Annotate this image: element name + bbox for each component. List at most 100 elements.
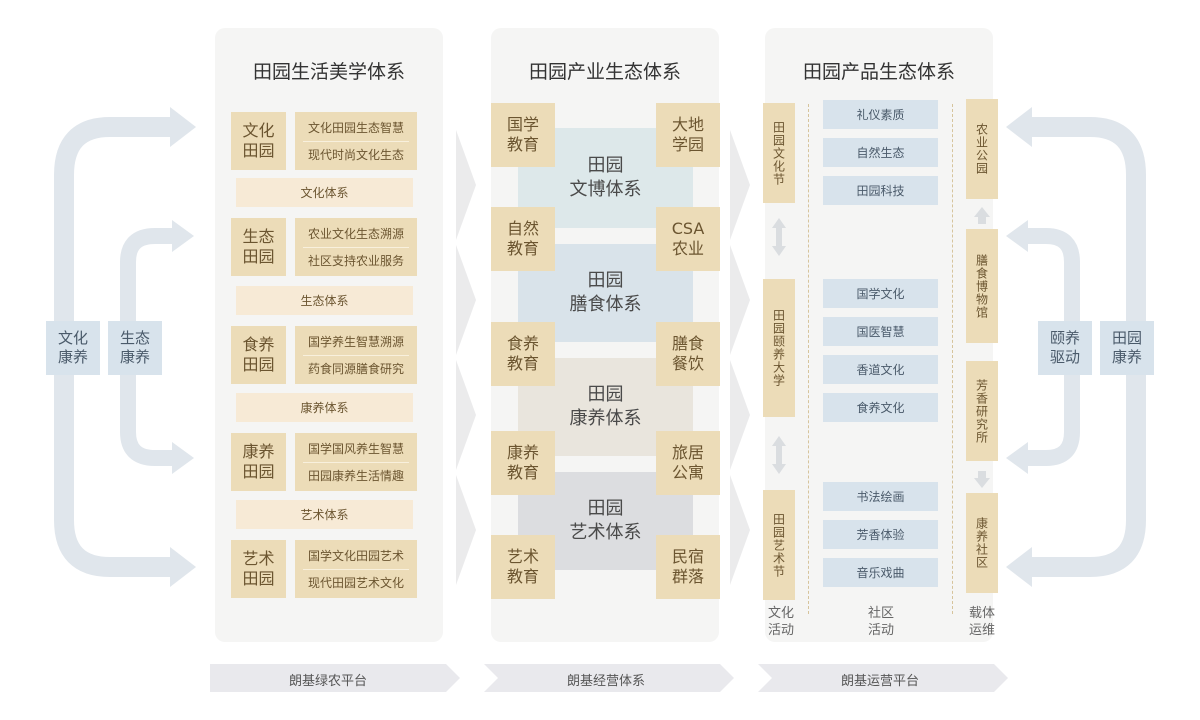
group-label-art: 艺术 田园 xyxy=(231,540,286,598)
divider xyxy=(303,461,409,463)
activity-text: 田园颐养大学 xyxy=(771,309,786,387)
group-label-eco: 生态 田园 xyxy=(231,218,286,276)
group-label-wellness: 康养 田园 xyxy=(231,433,286,491)
carrier-text: 农业公园 xyxy=(974,123,989,175)
bottom-operation-system: 朗基经营体系 xyxy=(566,674,645,689)
side-label-text: 颐养 驱动 xyxy=(1049,329,1080,366)
chevron-right-icon xyxy=(730,130,750,240)
chevron-right-icon xyxy=(456,245,476,355)
community-item: 香道文化 xyxy=(823,355,938,384)
group-item: 国学养生智慧溯源 xyxy=(307,334,404,349)
left-outer-bottom-arrowhead xyxy=(170,547,196,587)
divider xyxy=(303,354,409,356)
bottom-banner-arrow-3 xyxy=(758,664,1008,692)
side-label-text: 文化 康养 xyxy=(57,329,88,366)
chevron-right-icon xyxy=(730,475,750,585)
edu-wellness: 康养 教育 xyxy=(491,431,555,495)
group-item: 社区支持农业服务 xyxy=(307,253,404,268)
system-label-eco: 生态体系 xyxy=(236,286,413,315)
industry-earth-campus: 大地 学园 xyxy=(656,103,720,167)
group-item: 文化田园生态智慧 xyxy=(307,120,404,135)
bottom-banner-arrow-2 xyxy=(484,664,734,692)
chevron-right-icon xyxy=(456,130,476,240)
left-inner-top-arrowhead xyxy=(172,220,194,252)
community-item: 音乐戏曲 xyxy=(823,558,938,587)
carrier-agri-park: 农业公园 xyxy=(966,99,998,199)
community-item: 国学文化 xyxy=(823,279,938,308)
carrier-wellness-community: 康养社区 xyxy=(966,493,998,593)
carrier-aroma-institute: 芳香研究所 xyxy=(966,361,998,461)
activity-text: 田园文化节 xyxy=(771,120,786,186)
group-items-diet: 国学养生智慧溯源药食同源膳食研究 xyxy=(295,326,417,384)
side-label-text: 生态 康养 xyxy=(119,329,150,366)
system-label-art: 艺术体系 xyxy=(236,500,413,529)
divider xyxy=(303,568,409,570)
side-label-text: 田园 康养 xyxy=(1111,329,1142,366)
left-outer-top-arrowhead xyxy=(170,107,196,147)
chevron-right-icon xyxy=(456,475,476,585)
side-label-eco-wellness: 生态 康养 xyxy=(108,321,162,375)
community-item: 食养文化 xyxy=(823,393,938,422)
community-item: 自然生态 xyxy=(823,138,938,167)
group-item: 现代时尚文化生态 xyxy=(307,147,404,162)
panel-title: 田园产业生态体系 xyxy=(528,61,681,83)
side-label-care-drive: 颐养 驱动 xyxy=(1038,321,1092,375)
right-outer-bottom-arrowhead xyxy=(1006,547,1032,587)
chevron-right-icon xyxy=(730,245,750,355)
industry-csa-agriculture: CSA 农业 xyxy=(656,207,720,271)
bottom-banner-arrow-1 xyxy=(210,664,460,692)
chevron-right-icon xyxy=(730,360,750,470)
community-item: 田园科技 xyxy=(823,176,938,205)
carrier-text: 芳香研究所 xyxy=(974,378,989,444)
industry-dining: 膳食 餐饮 xyxy=(656,322,720,386)
group-label-diet: 食养 田园 xyxy=(231,326,286,384)
industry-residence: 旅居 公寓 xyxy=(656,431,720,495)
community-item: 书法绘画 xyxy=(823,482,938,511)
community-item: 芳香体验 xyxy=(823,520,938,549)
group-item: 农业文化生态溯源 xyxy=(307,226,404,241)
panel-title: 田园产品生态体系 xyxy=(802,61,955,83)
industry-homestay: 民宿 群落 xyxy=(656,535,720,599)
right-inner-top-arrowhead xyxy=(1006,220,1028,252)
group-items-wellness: 国学国风养生智慧田园康养生活情趣 xyxy=(295,433,417,491)
carrier-diet-museum: 膳食博物馆 xyxy=(966,229,998,343)
edu-diet: 食养 教育 xyxy=(491,322,555,386)
group-items-culture: 文化田园生态智慧现代时尚文化生态 xyxy=(295,112,417,170)
caption-carrier-operations: 载体 运维 xyxy=(968,606,995,638)
carrier-text: 膳食博物馆 xyxy=(974,253,989,319)
edu-nature: 自然 教育 xyxy=(491,207,555,271)
group-items-art: 国学文化田园艺术现代田园艺术文化 xyxy=(295,540,417,598)
dashed-guide-line xyxy=(808,104,809,614)
chevron-right-icon xyxy=(456,360,476,470)
community-item: 国医智慧 xyxy=(823,317,938,346)
activity-care-university: 田园颐养大学 xyxy=(763,279,795,417)
group-label-culture: 文化 田园 xyxy=(231,112,286,170)
system-label-wellness: 康养体系 xyxy=(236,393,413,422)
community-item: 礼仪素质 xyxy=(823,100,938,129)
divider xyxy=(303,140,409,142)
group-item: 现代田园艺术文化 xyxy=(307,575,404,590)
group-item: 田园康养生活情趣 xyxy=(307,468,404,483)
group-item: 国学国风养生智慧 xyxy=(307,441,404,456)
group-item: 药食同源膳食研究 xyxy=(307,361,404,376)
group-item: 国学文化田园艺术 xyxy=(307,548,404,563)
activity-text: 田园艺术节 xyxy=(771,512,786,578)
edu-classics: 国学 教育 xyxy=(491,103,555,167)
left-inner-bottom-arrowhead xyxy=(172,442,194,474)
caption-culture-activities: 文化 活动 xyxy=(767,606,794,638)
bottom-platform-green-agri: 朗基绿农平台 xyxy=(288,674,367,689)
activity-art-festival: 田园艺术节 xyxy=(763,490,795,600)
panel-title: 田园生活美学体系 xyxy=(252,61,405,83)
divider xyxy=(303,246,409,248)
right-outer-top-arrowhead xyxy=(1006,107,1032,147)
side-label-culture-wellness: 文化 康养 xyxy=(46,321,100,375)
right-inner-bottom-arrowhead xyxy=(1006,442,1028,474)
carrier-text: 康养社区 xyxy=(974,517,989,569)
system-label-culture: 文化体系 xyxy=(236,178,413,207)
group-items-eco: 农业文化生态溯源社区支持农业服务 xyxy=(295,218,417,276)
activity-culture-festival: 田园文化节 xyxy=(763,103,795,203)
side-label-pastoral-wellness: 田园 康养 xyxy=(1100,321,1154,375)
caption-community-activities: 社区 活动 xyxy=(867,606,894,638)
bottom-operation-platform: 朗基运营平台 xyxy=(840,674,919,689)
